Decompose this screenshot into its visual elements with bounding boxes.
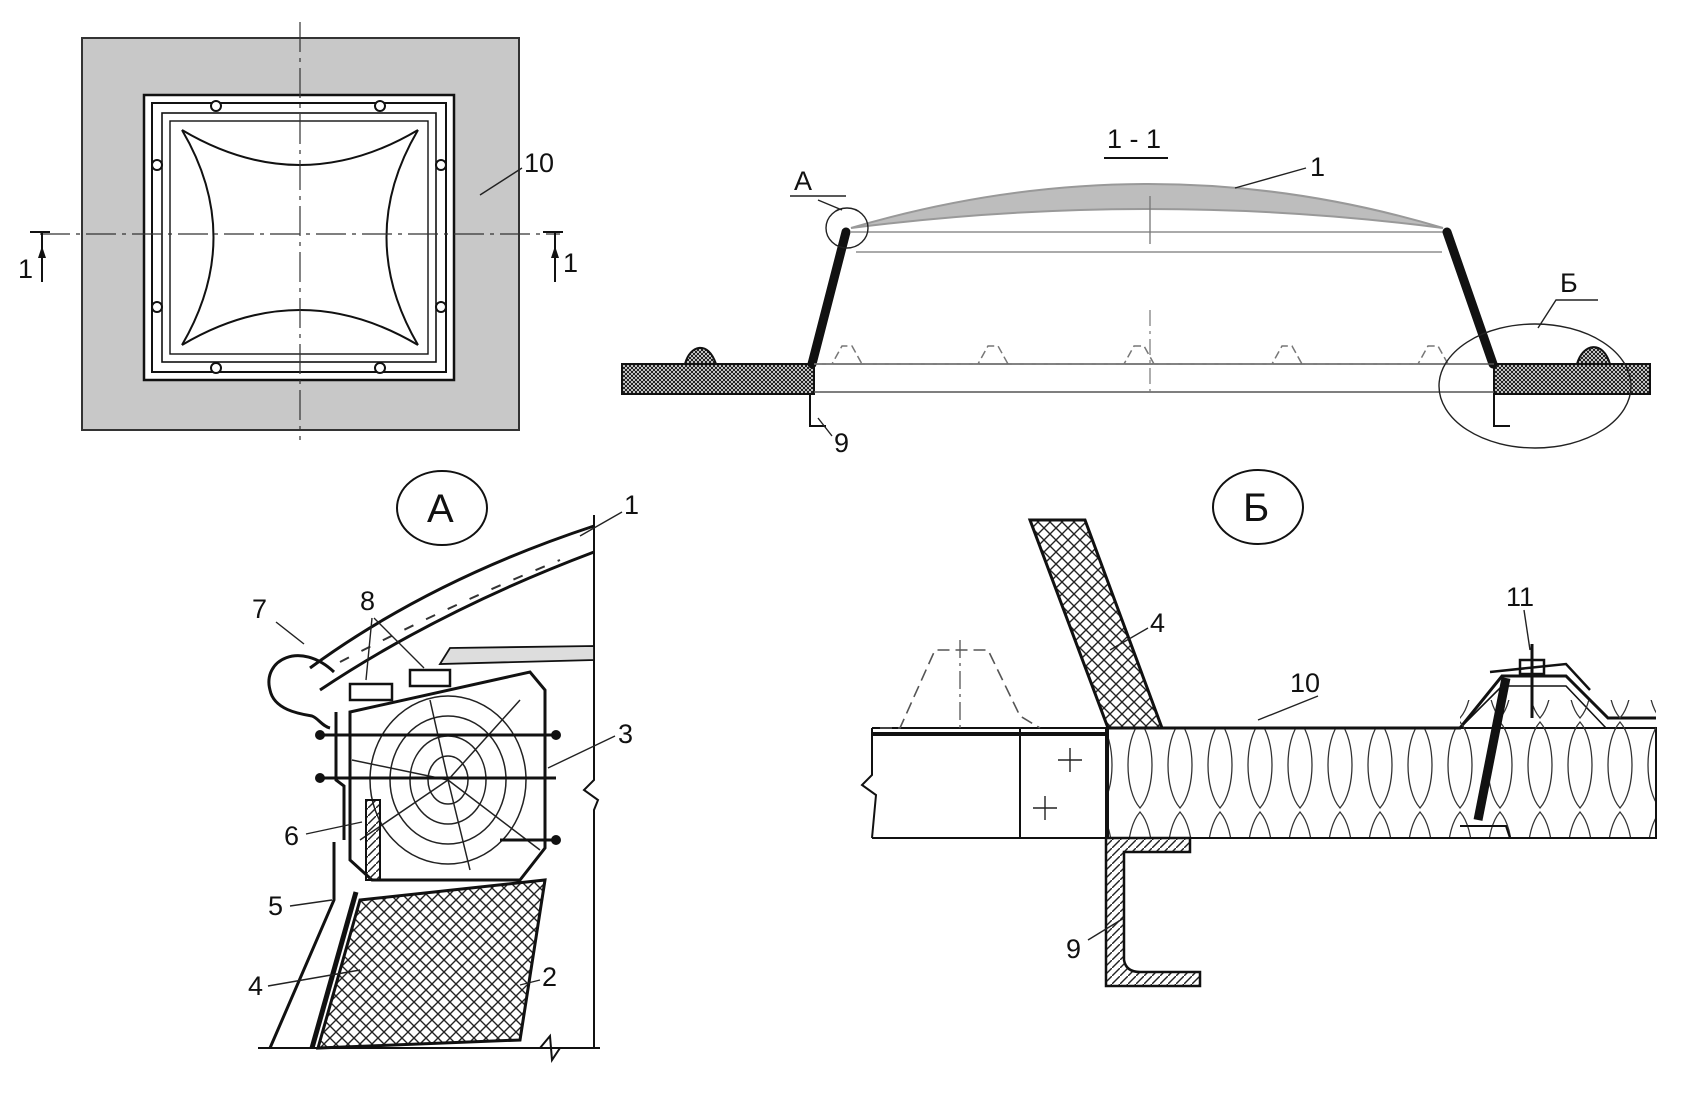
section-title: 1 - 1	[1107, 124, 1161, 154]
section-label-A: А	[794, 166, 812, 196]
plan-section-mark-right: 1	[563, 248, 578, 278]
detail-B-label-11: 11	[1506, 582, 1534, 612]
section-view: 1 - 1 9 А Б 1	[621, 124, 1651, 458]
detail-A-label-2: 2	[542, 962, 557, 992]
section-label-9: 9	[834, 428, 849, 458]
detail-B-title: Б	[1243, 486, 1269, 530]
detail-A-label-5: 5	[268, 891, 283, 921]
detail-B-label-9: 9	[1066, 934, 1081, 964]
detail-A-label-3: 3	[618, 719, 633, 749]
plan-label-10: 10	[524, 148, 554, 178]
section-label-B: Б	[1560, 268, 1578, 298]
detail-A-label-8: 8	[360, 586, 375, 616]
plan-section-mark-left: 1	[18, 254, 33, 284]
detail-A-label-7: 7	[252, 594, 267, 624]
plan-view: 1 1 10	[18, 22, 578, 440]
detail-A-label-4: 4	[248, 971, 263, 1001]
detail-A: А	[248, 470, 639, 1063]
detail-B-label-4: 4	[1150, 608, 1165, 638]
detail-B: Б 4 10 11 9	[860, 469, 1657, 988]
section-label-1: 1	[1310, 152, 1325, 182]
detail-A-label-1: 1	[624, 490, 639, 520]
detail-A-label-6: 6	[284, 821, 299, 851]
detail-B-label-10: 10	[1290, 668, 1320, 698]
detail-A-title: А	[427, 487, 454, 531]
